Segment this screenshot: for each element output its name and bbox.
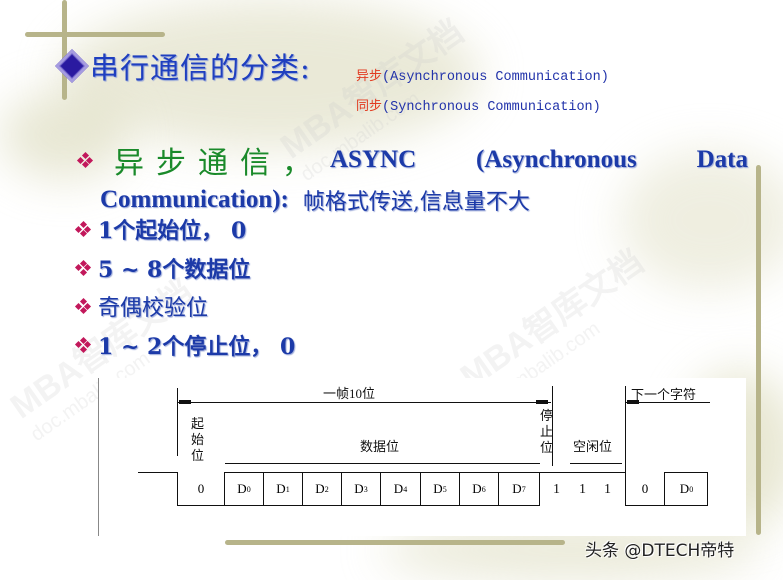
- background-shade: [0, 90, 130, 180]
- slide-title: 串行通信的分类:: [55, 45, 311, 87]
- frame-components-list: 1个起始位， 0 5 ~ 8个数据位 奇偶校验位 1 ~ 2个停止位， 0: [74, 210, 295, 365]
- stop-bit-label: 停止位: [540, 408, 554, 455]
- async-cn-title: 异步通信，: [114, 146, 324, 181]
- list-item: 1个起始位， 0: [74, 210, 295, 249]
- arrow-left-icon: [179, 400, 191, 404]
- divider-line: [98, 378, 99, 536]
- async-description: 帧格式传送,信息量不大: [302, 190, 530, 215]
- title-text: 串行通信的分类:: [90, 51, 311, 85]
- footer-credit: 头条 @DTECH帝特: [585, 541, 735, 561]
- next-start-bit-cell: 0: [625, 472, 665, 506]
- arrow-left-icon: [627, 400, 639, 404]
- data-bits-label: 数据位: [360, 439, 400, 454]
- idle-bit-value: 1: [604, 482, 611, 497]
- background-shade: [60, 0, 480, 150]
- async-heading: 异步通信， ASYNC (Asynchronous Data Communica…: [76, 138, 748, 216]
- cell-divider: [707, 472, 708, 506]
- bullet-icon: [76, 151, 94, 169]
- communication-types: 异步(Asynchronous Communication) 同步(Synchr…: [356, 62, 609, 122]
- next-char-marker: [625, 386, 626, 474]
- stop-idle-line: [539, 472, 625, 473]
- start-bit-cell: 0: [177, 472, 225, 506]
- bullet-icon: [74, 298, 92, 315]
- decorative-vine: [225, 540, 565, 545]
- idle-bits-brace: [570, 463, 622, 464]
- bullet-icon: [74, 259, 92, 276]
- start-bit-label: 起始位: [191, 416, 205, 463]
- decorative-vine: [25, 32, 165, 37]
- async-en-title: ASYNC (Asynchronous Data: [330, 146, 748, 173]
- subtype-sync: 同步(Synchronous Communication): [356, 99, 601, 115]
- diamond-bullet-icon: [55, 49, 89, 83]
- bullet-icon: [74, 336, 92, 353]
- decorative-vine: [756, 165, 761, 535]
- idle-bit-value: 1: [579, 482, 586, 497]
- data-bits-brace: [225, 463, 540, 464]
- frame-length-line: [177, 402, 551, 403]
- stop-bit-value: 1: [553, 482, 560, 497]
- idle-bits-label: 空闲位: [573, 439, 613, 454]
- frame-start-marker: [177, 388, 178, 456]
- decorative-vine: [62, 0, 67, 100]
- list-item: 5 ~ 8个数据位: [74, 249, 295, 288]
- background-shade: [620, 150, 783, 290]
- subtype-async: 异步(Asynchronous Communication): [356, 69, 609, 85]
- async-en-title-cont: Communication):: [100, 186, 289, 213]
- frame-label: 一帧10位: [323, 386, 376, 401]
- next-char-line: [625, 402, 710, 403]
- frame-end-marker: [552, 386, 553, 466]
- next-char-label: 下一个字符: [631, 387, 697, 402]
- bullet-icon: [74, 221, 92, 238]
- arrow-right-icon: [536, 400, 548, 404]
- list-item: 奇偶校验位: [74, 287, 295, 326]
- idle-line: [138, 472, 178, 473]
- list-item: 1 ~ 2个停止位， 0: [74, 326, 295, 365]
